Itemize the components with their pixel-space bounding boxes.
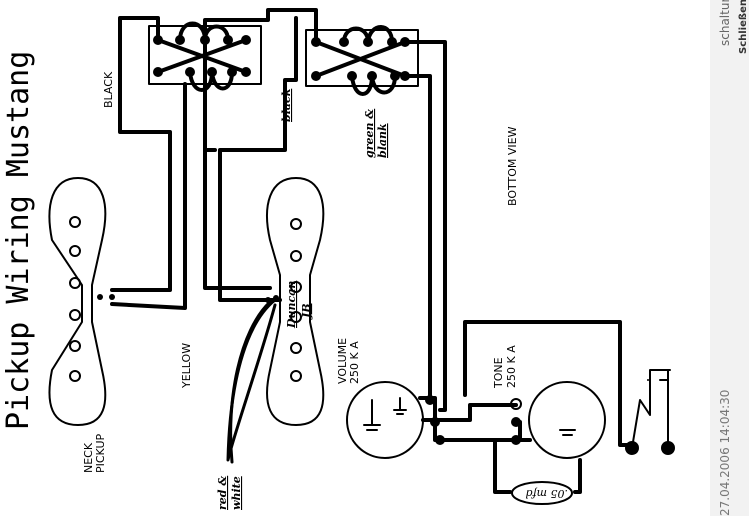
volume-pot	[346, 381, 424, 459]
label-volume-line1: VOLUME	[336, 338, 349, 384]
label-green-line1: green &	[363, 109, 376, 158]
label-yellow: YELLOW	[180, 343, 193, 389]
label-black-upper: BLACK	[102, 71, 115, 108]
diagram-title: Pickup Wiring Mustang	[1, 51, 36, 430]
label-red-line2: white	[230, 476, 243, 510]
label-duncan-line1: Duncan	[285, 281, 298, 329]
label-black-lower: black	[280, 88, 293, 122]
label-red-line1: red &	[216, 476, 229, 510]
label-capacitor: .05 mfd	[525, 487, 568, 500]
label-tone-line2: 250 K A	[505, 345, 518, 388]
close-button[interactable]: Schließen	[738, 0, 749, 54]
capacitor	[511, 481, 573, 505]
label-tone-line1: TONE	[492, 357, 505, 389]
bridge-pickup	[266, 177, 325, 426]
label-neck-line2: PICKUP	[94, 433, 107, 473]
label-neck-line1: NECK	[82, 442, 95, 473]
label-bottom-view: BOTTOM VIEW	[506, 126, 519, 206]
file-name: schaltung.GIF	[718, 0, 732, 46]
neck-pickup	[48, 177, 107, 426]
tone-pot	[528, 381, 606, 459]
label-volume-line2: 250 K A	[348, 341, 361, 384]
file-timestamp: 27.04.2006 14:04:30	[718, 389, 732, 516]
label-green-line2: blank	[376, 123, 389, 158]
viewer-side-panel	[710, 0, 749, 516]
label-duncan-line2: JB	[300, 303, 313, 320]
